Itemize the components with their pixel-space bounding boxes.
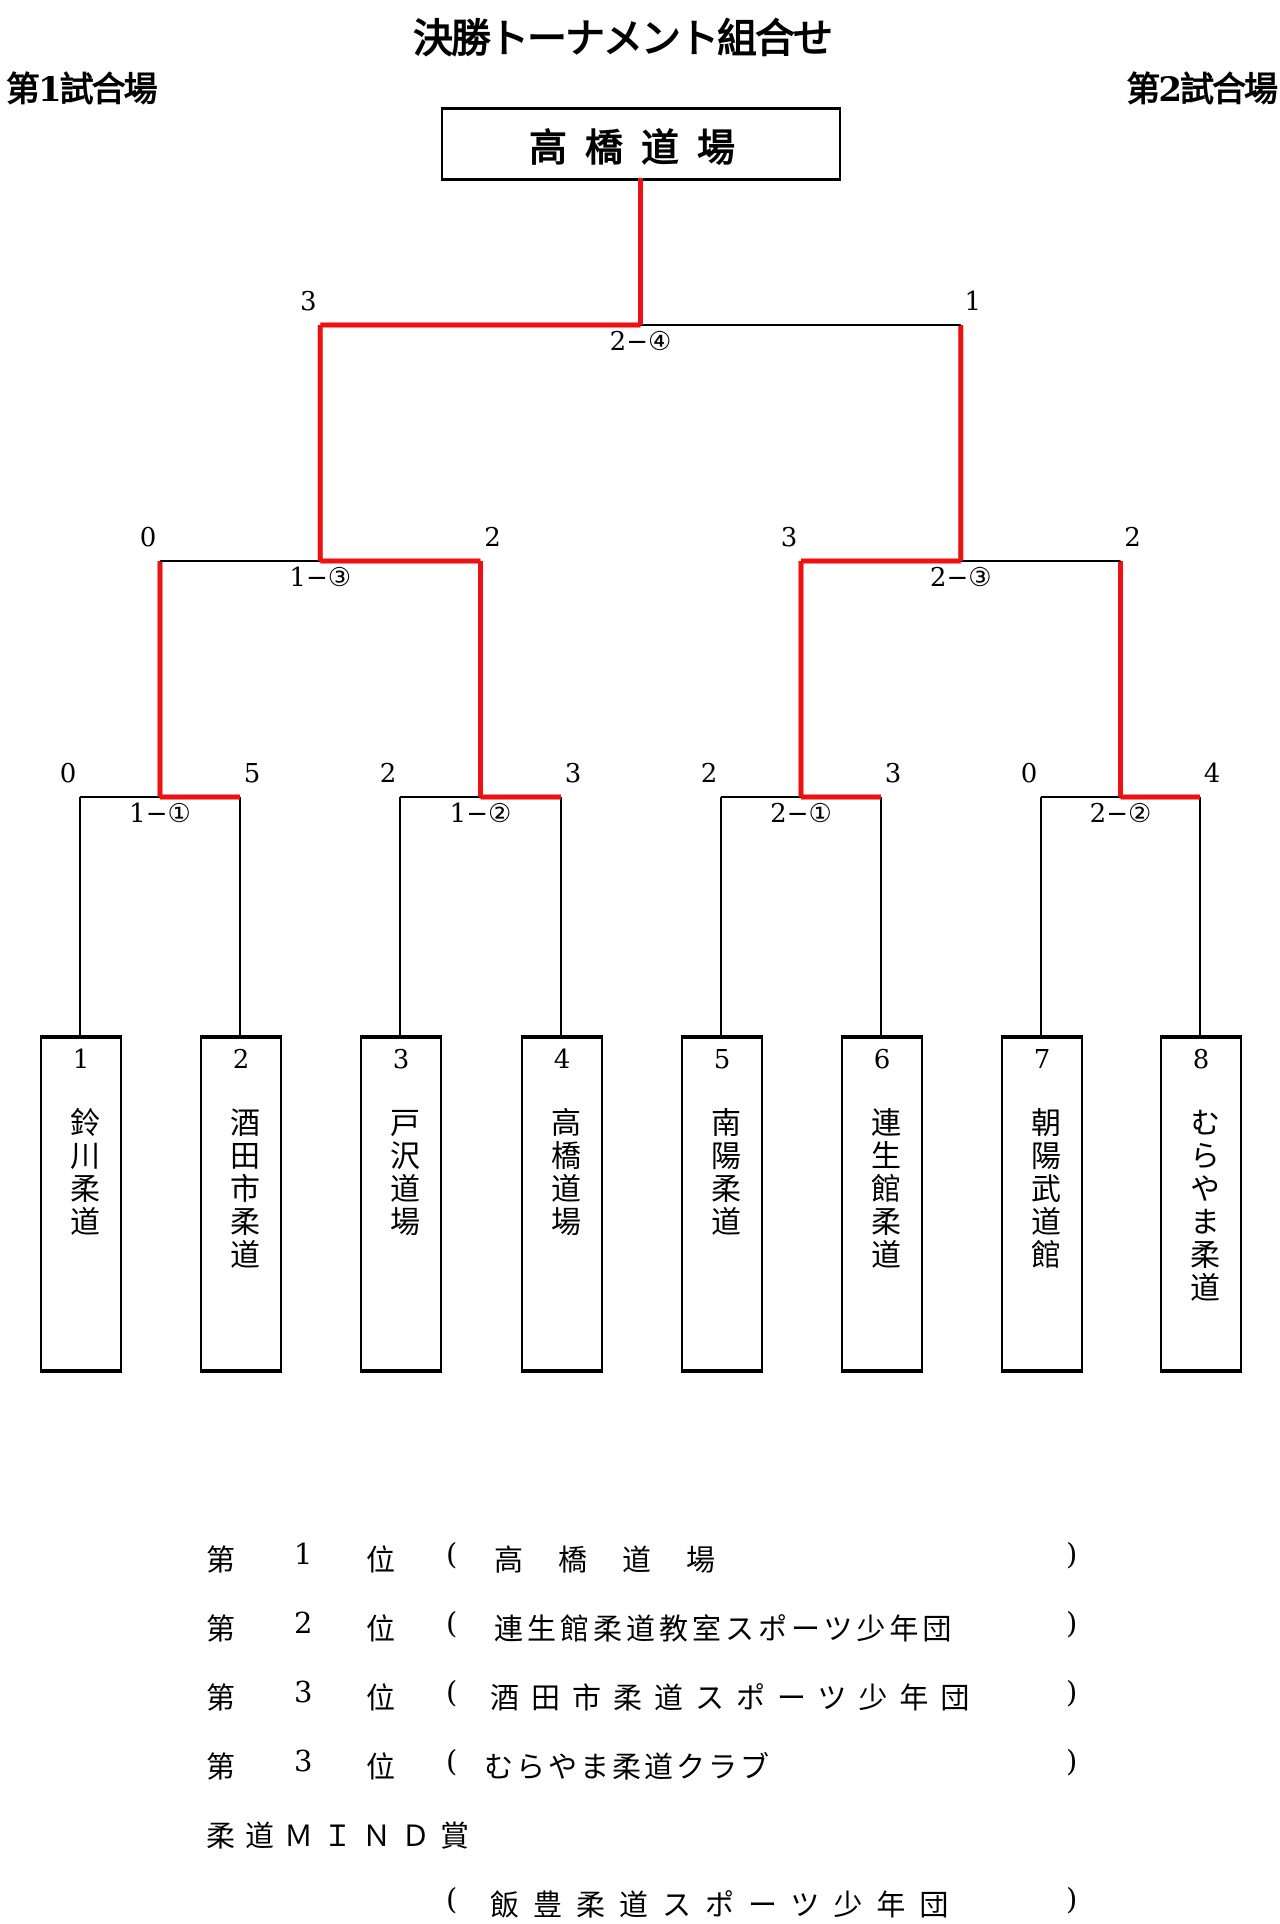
match-label: 1−②: [449, 799, 512, 829]
match-right-score: 4: [1203, 759, 1221, 789]
rank-2-open: (: [446, 1606, 458, 1640]
rank-1-number: 1: [294, 1537, 313, 1571]
match-left-score: 0: [59, 759, 77, 789]
entry-number: 6: [873, 1045, 891, 1075]
special-award-name: 飯豊柔道スポーツ少年団: [490, 1888, 963, 1922]
match-label: 2−②: [1089, 799, 1152, 829]
entry-number: 5: [713, 1045, 731, 1075]
venue-1-label: 第1試合場: [6, 70, 158, 110]
entry-box: 8 むらやま柔道: [1160, 1035, 1242, 1373]
special-award-label: 柔道ＭＩＮＤ賞: [206, 1819, 480, 1853]
entry-box: 7 朝陽武道館: [1001, 1035, 1083, 1373]
entry-box: 5 南陽柔道: [681, 1035, 763, 1373]
entry-number: 2: [232, 1045, 250, 1075]
rank-1-close: ): [1066, 1537, 1078, 1571]
entry-name: むらやま柔道: [1184, 1107, 1219, 1305]
match-label: 2−①: [770, 799, 832, 829]
match-label: 1−①: [129, 799, 191, 829]
rank-3a-prefix: 第: [206, 1681, 236, 1715]
rank-2-number: 2: [294, 1606, 313, 1640]
rank-2-suffix: 位: [366, 1612, 396, 1646]
entry-box: 3 戸沢道場: [360, 1035, 442, 1373]
rank-2-close: ): [1066, 1606, 1078, 1640]
entry-name: 連生館柔道: [865, 1107, 900, 1272]
match-right-score: 5: [243, 759, 261, 789]
match-right-score: 2: [1124, 523, 1141, 553]
rank-2-name: 連生館柔道教室スポーツ少年団: [494, 1612, 956, 1646]
special-award-open: (: [446, 1882, 458, 1916]
entry-number: 7: [1033, 1045, 1051, 1075]
entry-box: 6 連生館柔道: [841, 1035, 923, 1373]
entry-name: 戸沢道場: [384, 1107, 419, 1239]
match-label: 2−③: [929, 563, 992, 593]
rank-3b-suffix: 位: [366, 1750, 396, 1784]
rank-3b-number: 3: [294, 1744, 313, 1778]
entry-number: 4: [553, 1045, 571, 1075]
rank-3a-close: ): [1066, 1675, 1078, 1709]
match-left-score: 3: [780, 523, 798, 553]
entry-box: 4 高橋道場: [521, 1035, 603, 1373]
match-left-score: 0: [139, 523, 157, 553]
entry-number: 1: [72, 1045, 90, 1075]
match-label: 2−④: [609, 327, 672, 357]
entry-name: 高橋道場: [545, 1107, 580, 1239]
entry-name: 鈴川柔道: [64, 1107, 99, 1239]
rank-3b-name: むらやま柔道クラブ: [484, 1750, 773, 1784]
entry-name: 朝陽武道館: [1025, 1107, 1060, 1272]
rank-3b-open: (: [446, 1744, 458, 1778]
match-right-score: 3: [884, 759, 902, 789]
match-right-score: 1: [964, 287, 982, 317]
rank-3a-name: 酒田市柔道スポーツ少年団: [490, 1681, 982, 1715]
rank-2-prefix: 第: [206, 1612, 236, 1646]
venue-2-label: 第2試合場: [1126, 70, 1278, 110]
match-right-score: 2: [484, 523, 501, 553]
special-award-close: ): [1066, 1882, 1078, 1916]
match-left-score: 2: [700, 759, 718, 789]
entry-name: 南陽柔道: [705, 1107, 740, 1239]
match-right-score: 3: [564, 759, 582, 789]
match-left-score: 3: [299, 287, 317, 317]
rank-1-suffix: 位: [366, 1543, 396, 1577]
rank-3b-close: ): [1066, 1744, 1078, 1778]
rank-1-name: 高 橋 道 場: [494, 1543, 719, 1577]
entry-number: 8: [1192, 1045, 1210, 1075]
entry-box: 2 酒田市柔道: [200, 1035, 282, 1373]
entry-box: 1 鈴川柔道: [40, 1035, 122, 1373]
page-title: 決勝トーナメント組合せ: [413, 15, 833, 62]
rank-1-prefix: 第: [206, 1543, 236, 1577]
match-left-score: 2: [379, 759, 397, 789]
rank-1-open: (: [446, 1537, 458, 1571]
rank-3b-prefix: 第: [206, 1750, 236, 1784]
rank-3a-number: 3: [294, 1675, 313, 1709]
entry-number: 3: [392, 1045, 410, 1075]
rank-3a-open: (: [446, 1675, 458, 1709]
entry-name: 酒田市柔道: [224, 1107, 259, 1272]
match-left-score: 0: [1020, 759, 1038, 789]
match-label: 1−③: [289, 563, 352, 593]
rank-3a-suffix: 位: [366, 1681, 396, 1715]
